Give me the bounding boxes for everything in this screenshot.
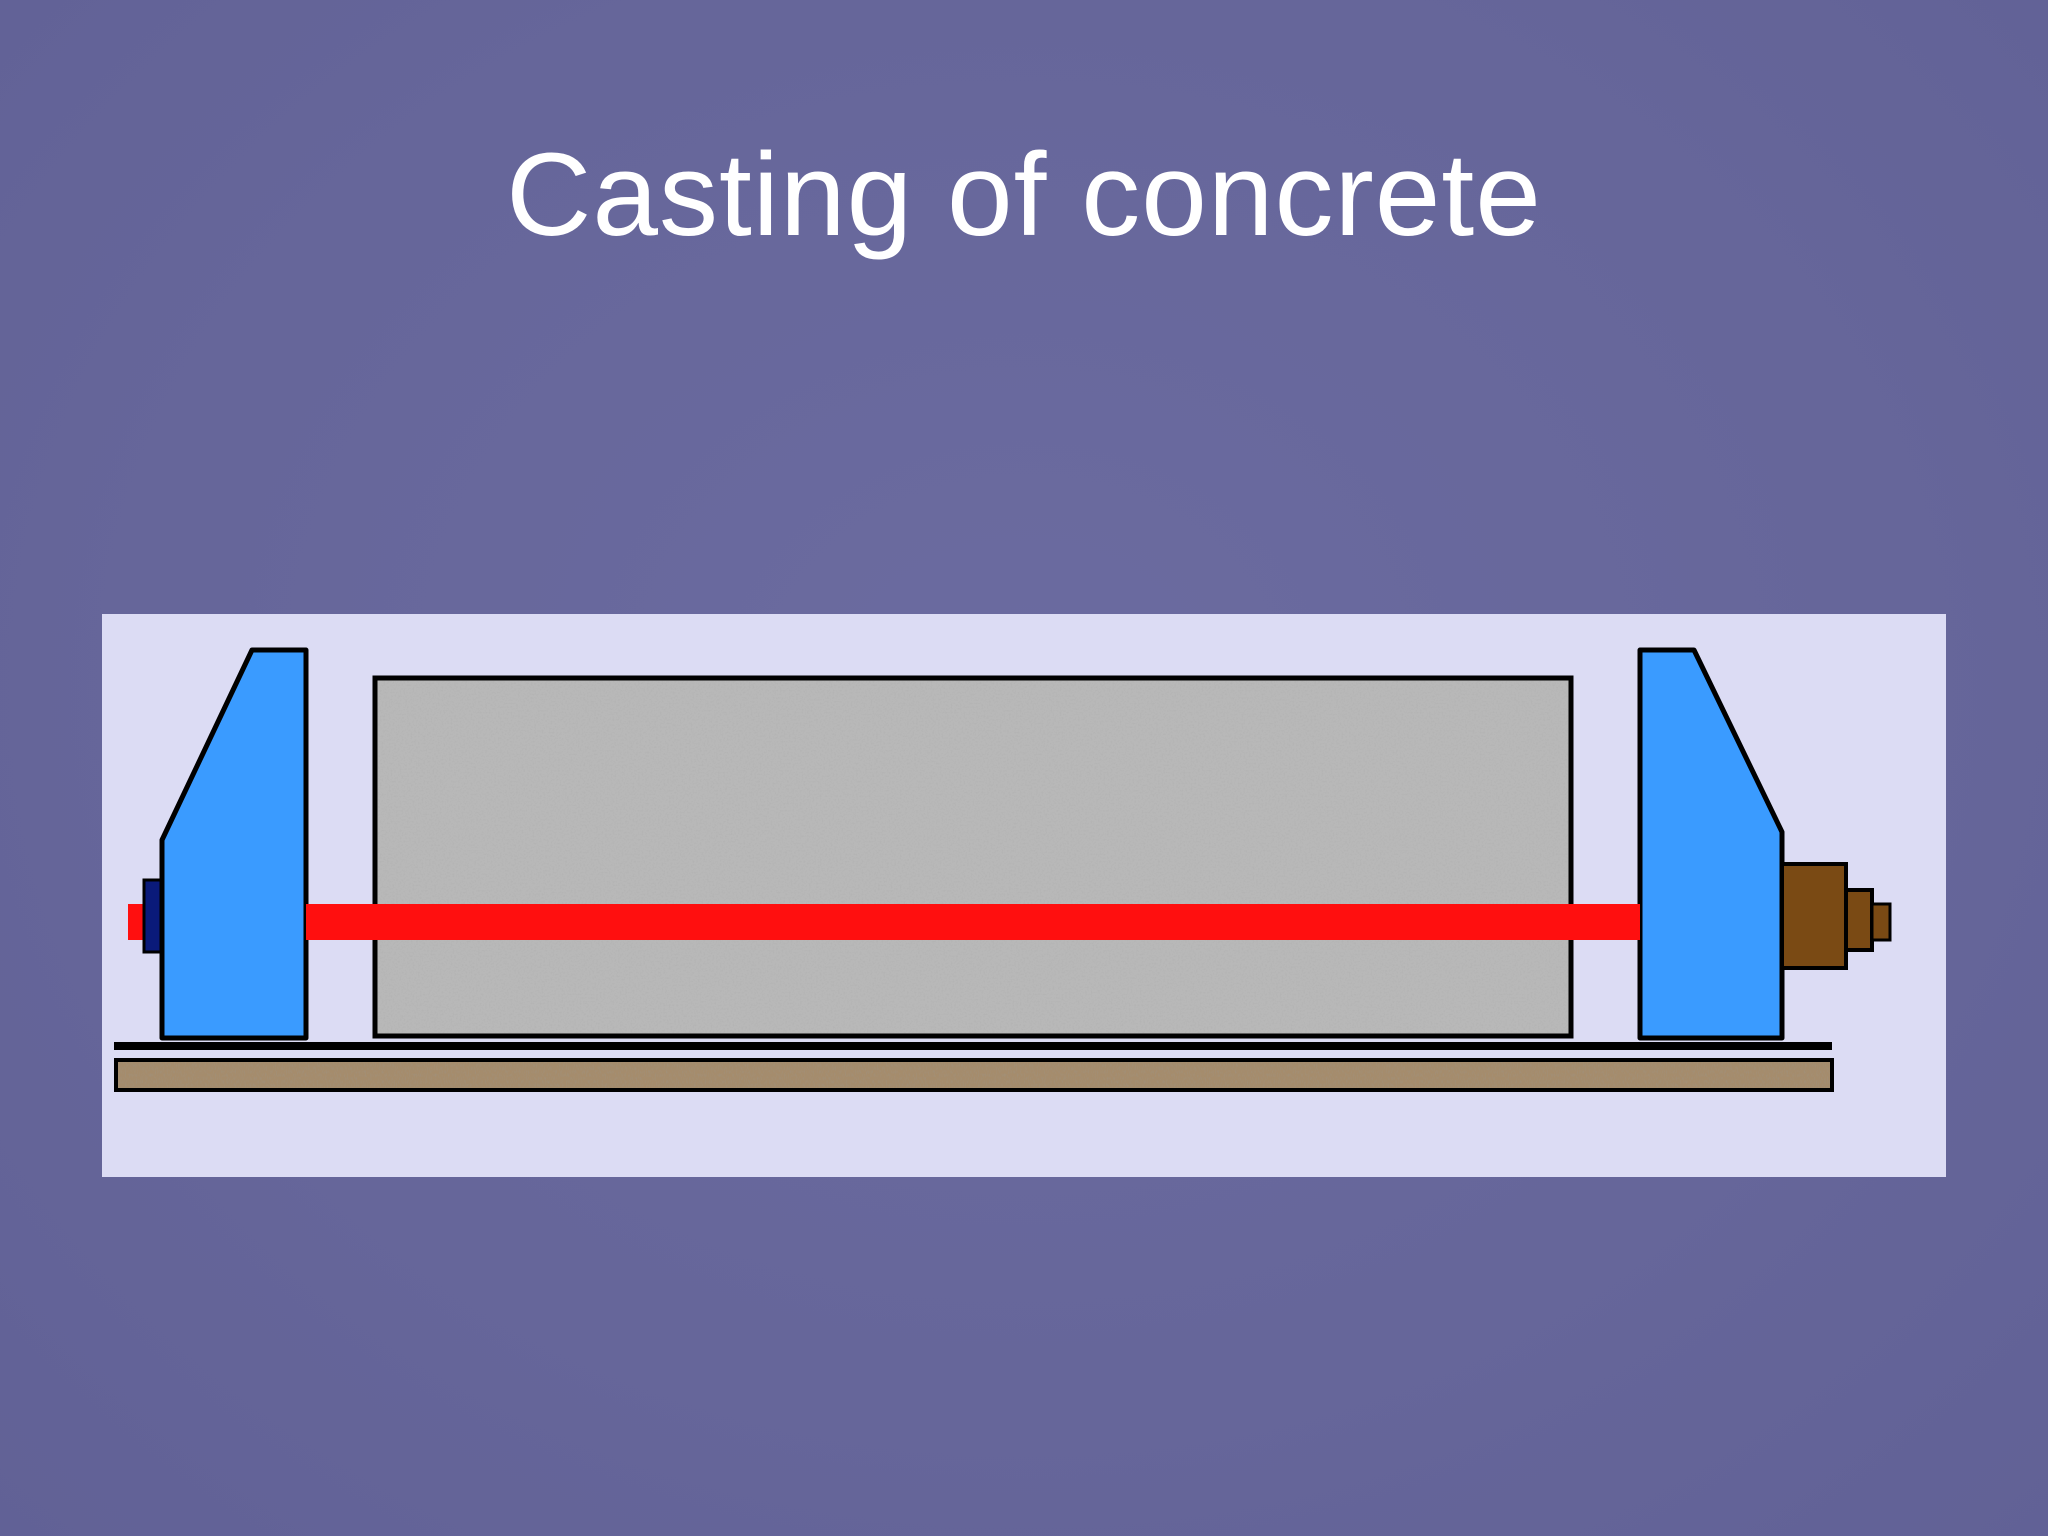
tendon-through-right	[1571, 904, 1640, 940]
casting-bed	[114, 1058, 1834, 1092]
casting-bed-rail	[114, 1042, 1832, 1050]
left-abutment	[159, 647, 309, 1041]
slide-title: Casting of concrete	[506, 129, 1542, 261]
concrete-block	[372, 675, 1574, 1039]
tendon-through-left	[306, 904, 376, 940]
anchor-nut	[1780, 862, 1892, 970]
prestressing-diagram	[102, 614, 1946, 1177]
diagram-svg	[102, 614, 1946, 1177]
